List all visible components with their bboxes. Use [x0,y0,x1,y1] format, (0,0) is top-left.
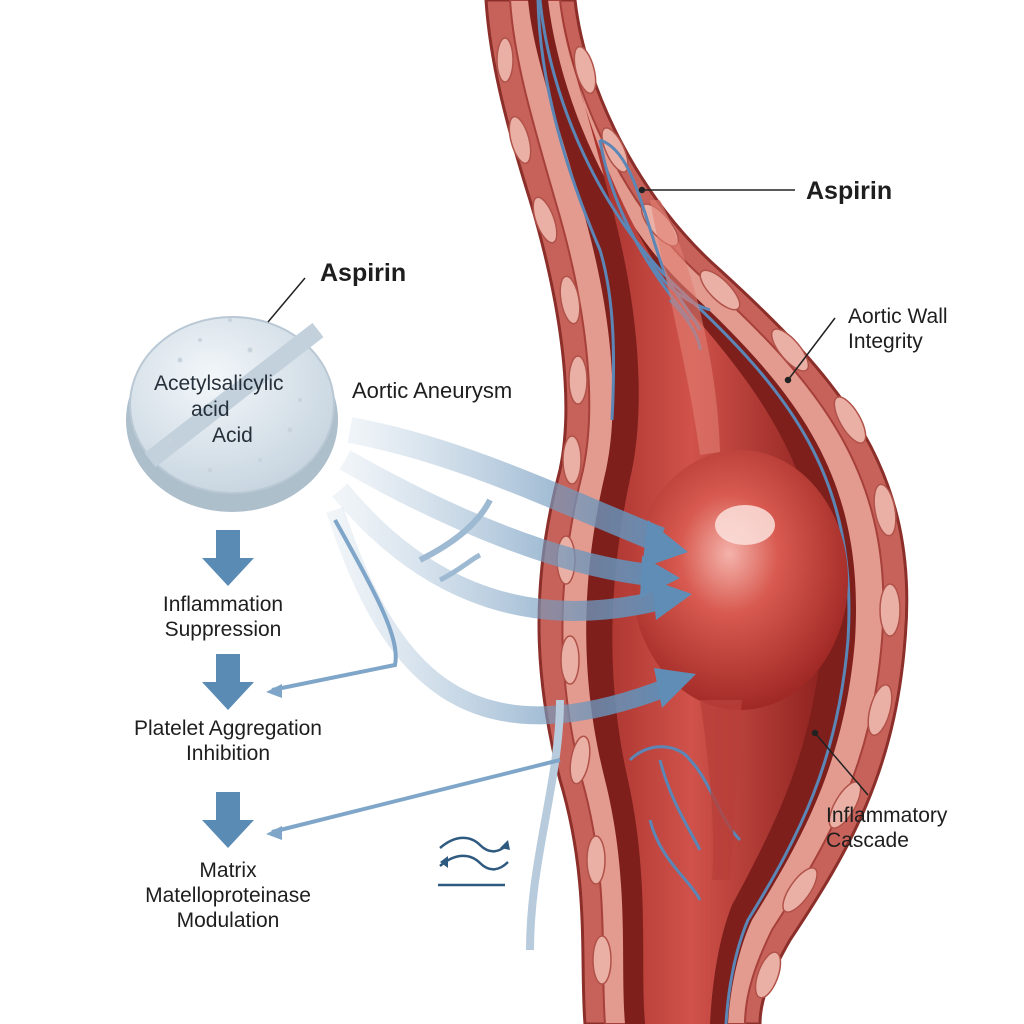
flow-arrowhead-3 [652,580,692,620]
flow-branch-2 [438,552,482,583]
flow-arrow-2 [339,450,652,586]
aneurysm-neck-bottom [700,700,742,880]
pointer-to-mmp [271,758,561,834]
step-platelet-aggregation: Platelet Aggregation Inhibition [98,716,358,766]
flow-arrowhead-2 [640,556,680,598]
label-aspirin-vessel: Aspirin [806,177,893,205]
pill-text-acetylsalicylic: Acetylsalicylic [154,372,284,395]
pill-text-acid-lower: acid [191,398,230,421]
flow-branch-1 [418,498,493,563]
step-3-line2: Matelloproteinase [145,884,311,908]
aspirin-pill [126,277,338,512]
step-2-line2: Inhibition [185,742,271,766]
down-arrow-icon [202,654,254,710]
flow-arrow-4 [326,507,664,725]
pointer-head-mmp [266,826,282,840]
flow-arrowhead-1 [642,520,688,568]
flow-arrow-1 [347,417,665,553]
flow-arrow-3 [332,483,663,621]
aorta-vessel [484,0,909,1024]
label-aortic-wall-line1: Aortic Wall [848,305,948,328]
label-aortic-wall-integrity: Aortic Wall Integrity [848,304,948,354]
step-3-line3: Modulation [176,909,280,933]
label-inflammatory-cascade: Inflammatory Cascade [826,803,947,853]
pointer-head-platelet [266,684,282,698]
label-aortic-wall-line2: Integrity [848,330,923,354]
step-1-line2: Suppression [164,618,282,642]
aneurysm-bulge [632,450,848,710]
flow-branch-down [526,699,564,951]
pointer-to-platelet [271,519,398,692]
down-arrow-icon [202,530,254,586]
step-1-line1: Inflammation [162,593,284,616]
aneurysm-neck-top [650,200,720,455]
flow-arrows [266,417,696,951]
step-inflammation-suppression: Inflammation Suppression [118,592,328,642]
label-inflammatory-line2: Cascade [826,829,909,853]
step-mmp-modulation: Matrix Matelloproteinase Modulation [98,858,358,934]
down-arrow-icon [202,792,254,848]
step-arrows [202,530,254,848]
label-inflammatory-line1: Inflammatory [826,804,948,827]
aneurysm-highlight [715,505,775,545]
aspirin-pill-leader [267,277,306,323]
pill-score-line [144,322,324,468]
flow-wave-icon [438,836,510,887]
step-2-line1: Platelet Aggregation [134,717,322,740]
pill-text-acid-upper: Acid [212,424,253,447]
flow-arrowhead-4 [654,668,696,708]
label-aortic-aneurysm: Aortic Aneurysm [352,378,513,403]
label-leaders [638,186,869,796]
pill-speckles [168,318,302,473]
wall-cells-left [496,37,612,985]
label-aspirin-pill: Aspirin [320,259,407,287]
step-3-line1: Matrix [199,859,257,882]
